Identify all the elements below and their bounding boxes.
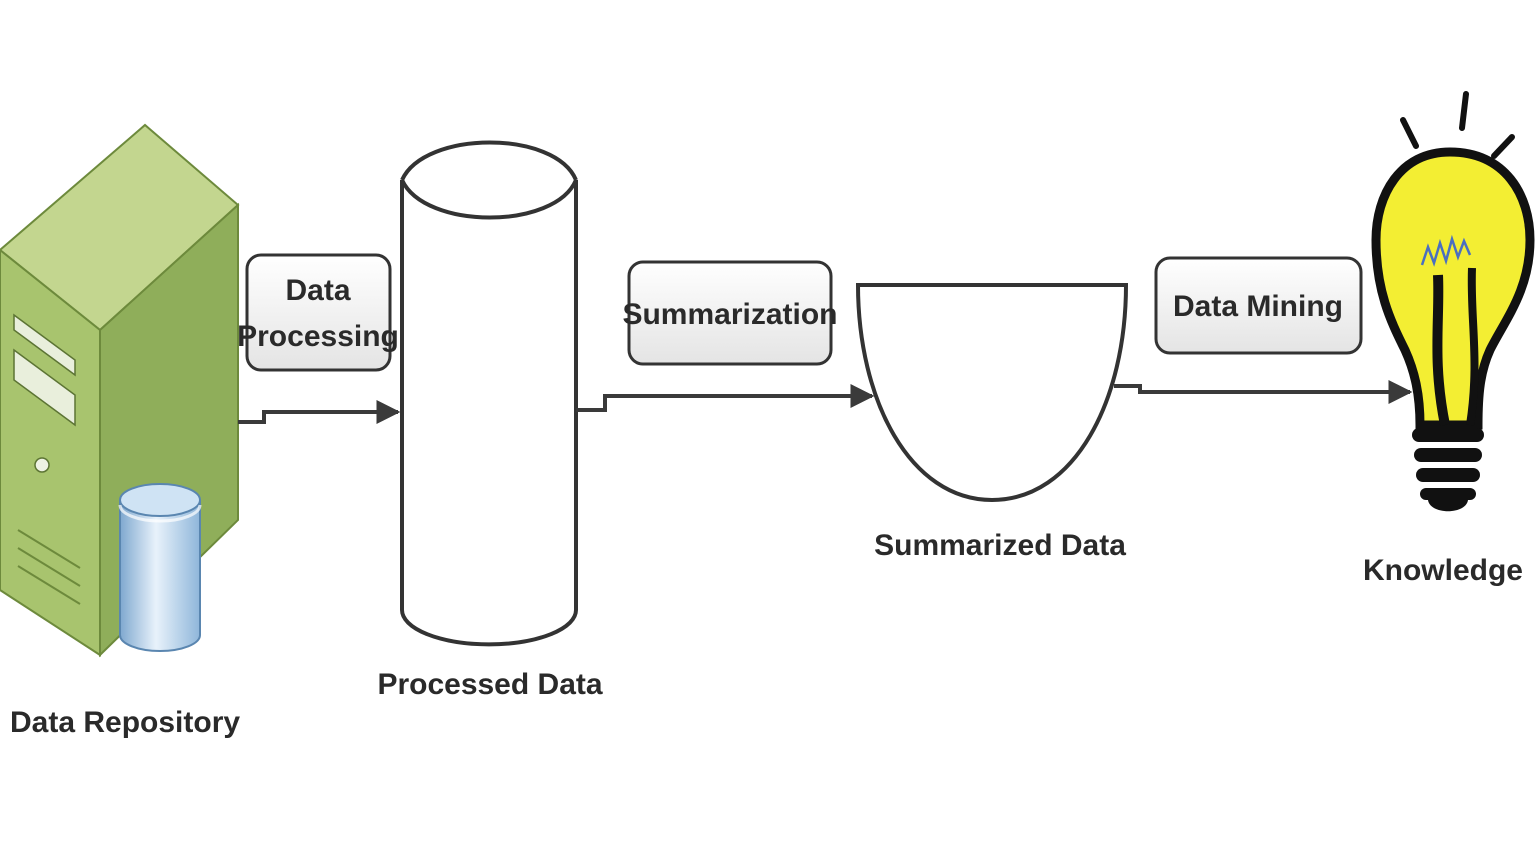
server-with-database-icon bbox=[0, 123, 240, 658]
data-processing-label-line1: Data bbox=[285, 274, 350, 307]
data-mining-box bbox=[1154, 256, 1363, 355]
bulb-glass bbox=[1371, 147, 1535, 430]
server-power-button bbox=[34, 457, 50, 473]
bulb-filament bbox=[1420, 234, 1472, 267]
data-mining-label: Data Mining bbox=[1173, 290, 1343, 323]
data-processing-step: Data Processing bbox=[237, 253, 399, 372]
bulb-base-ring bbox=[1414, 448, 1482, 462]
bulb-base-ring bbox=[1416, 468, 1480, 482]
data-processing-box bbox=[245, 253, 392, 372]
bowl-icon bbox=[855, 283, 1129, 503]
data-repository-label: Data Repository bbox=[10, 706, 240, 739]
summarization-label: Summarization bbox=[622, 298, 837, 331]
summarized-data-label: Summarized Data bbox=[874, 529, 1126, 562]
bulb-filament-stem bbox=[1432, 274, 1450, 426]
bulb-base-ring bbox=[1420, 488, 1476, 500]
bulb-ray bbox=[1459, 91, 1469, 131]
light-bulb-icon bbox=[1371, 91, 1535, 512]
cylinder-icon bbox=[400, 140, 578, 647]
server-vent-line bbox=[17, 547, 81, 587]
bulb-filament-stem bbox=[1466, 267, 1479, 426]
database-icon bbox=[118, 483, 202, 652]
summarization-box bbox=[627, 260, 833, 366]
server-vent-line bbox=[17, 529, 81, 569]
server-drive-bay bbox=[13, 313, 76, 377]
arrow-repository-to-processed bbox=[238, 400, 401, 424]
server-drive-bay bbox=[13, 348, 76, 427]
bulb-ray bbox=[1400, 117, 1419, 149]
server-vent-line bbox=[17, 565, 81, 605]
arrow-summarized-to-knowledge bbox=[1114, 380, 1413, 404]
bulb-ray bbox=[1491, 134, 1515, 159]
bulb-base-ring bbox=[1412, 428, 1484, 442]
data-mining-step: Data Mining bbox=[1154, 256, 1363, 355]
data-processing-label-line2: Processing bbox=[237, 320, 399, 353]
bulb-tip bbox=[1428, 500, 1468, 512]
arrow-processed-to-summarized bbox=[576, 384, 875, 412]
summarization-step: Summarization bbox=[622, 260, 838, 366]
knowledge-label: Knowledge bbox=[1363, 554, 1523, 587]
processed-data-label: Processed Data bbox=[377, 668, 602, 701]
